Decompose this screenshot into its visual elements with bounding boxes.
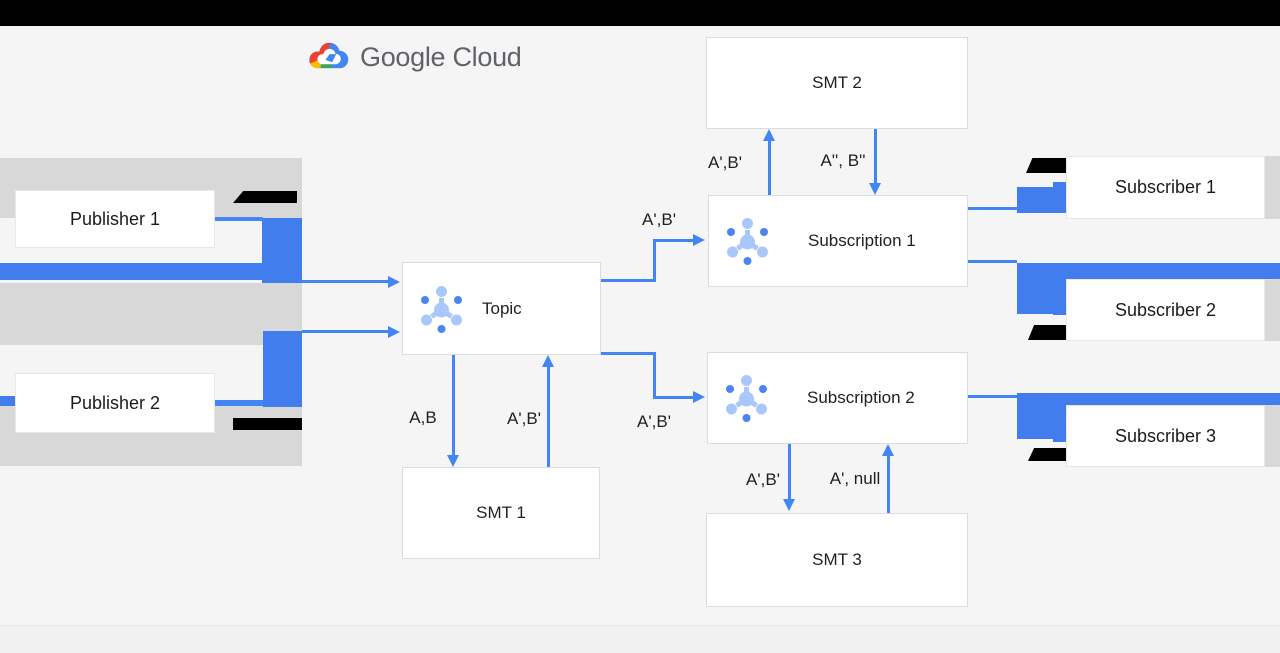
skeleton-sliver-sbr3 [1265,405,1280,467]
publisher2-node: Publisher 2 [15,373,215,433]
arrow-topic-sub1-head [693,234,705,246]
glitch-blue-band-sbr3 [1017,393,1280,406]
glitch-black-bar-sbr2 [1028,325,1066,340]
skeleton-band-2 [0,283,302,345]
arrow-pub2-topic-line [302,330,390,333]
top-black-bar [0,0,1280,26]
arrow-smt1-topic-line [546,367,550,467]
topic-node: Topic [402,262,601,355]
google-cloud-logo-text: Google Cloud [360,41,522,72]
arrow-pub1-topic-head [388,275,400,288]
glitch-blue-block-pub2 [263,331,302,407]
sub2-subscriber3-wire [968,395,1017,398]
smt1-label: SMT 1 [476,503,526,522]
glitch-blue-band-sbr2 [1017,263,1280,279]
glitch-blue-tab-sbr3 [1053,435,1070,442]
edge-label-sub2-smt3: A',B' [746,470,780,489]
subscription2-label: Subscription 2 [807,388,915,407]
subscriber3-label: Subscriber 3 [1114,425,1217,446]
arrow-pub2-topic-head [388,325,400,338]
arrow-sub2-smt3-head [782,499,795,511]
glitch-blue-tab-sbr1 [1053,182,1070,188]
edge-label-topic-smt1: A,B [409,408,437,427]
glitch-blue-band-left [0,263,263,280]
arrow-smt2-sub1-line [873,129,877,183]
smt2-label: SMT 2 [812,73,862,92]
publisher1-label: Publisher 1 [69,208,161,229]
google-cloud-icon [309,42,349,68]
glitch-blue-tab-sbr2 [1053,308,1070,315]
skeleton-sliver-sbr1 [1265,156,1280,219]
publisher2-wire [215,400,263,406]
publisher2-label: Publisher 2 [69,392,161,413]
subscriber1-node: Subscriber 1 [1066,156,1265,219]
publisher1-wire [215,217,263,221]
glitch-black-bar-sbr1 [1026,158,1066,173]
bottom-footer-band [0,625,1280,653]
topic-label: Topic [482,298,522,318]
arrow-topic-sub1-seg3 [653,238,693,242]
sub1-subscriber2-wire [968,260,1017,263]
smt1-node: SMT 1 [402,467,600,559]
subscription2-node: Subscription 2 [707,352,968,444]
glitch-blue-stub-left [0,396,15,406]
edge-label-topic-sub1: A',B' [642,210,676,229]
arrow-topic-sub1-seg2 [653,238,656,282]
subscription1-label: Subscription 1 [808,231,916,250]
arrow-sub1-smt2-head [762,129,775,141]
arrow-sub1-smt2-line [767,141,771,195]
arrow-sub2-smt3-line [787,444,791,499]
glitch-blue-block-sbr3 [1017,406,1066,439]
skeleton-sliver-sbr2 [1265,279,1280,341]
glitch-black-bar-sbr3 [1028,448,1066,461]
arrow-topic-sub1-seg1 [601,278,656,282]
edge-label-smt3-sub2: A', null [829,469,881,488]
subscriber3-node: Subscriber 3 [1066,405,1265,467]
pubsub-subscription1-icon [727,218,768,265]
arrow-smt3-sub2-line [886,456,890,513]
glitch-blue-block-pub1 [262,218,302,283]
pubsub-subscription2-icon [726,375,767,422]
arrow-smt1-topic-head [541,355,554,367]
edge-label-smt2-sub1: A'', B'' [820,151,866,170]
arrow-smt3-sub2-head [881,444,894,456]
subscriber1-label: Subscriber 1 [1114,177,1217,197]
subscriber2-label: Subscriber 2 [1114,299,1217,320]
arrow-topic-sub2-head [693,391,705,403]
arrow-topic-sub2-seg3 [653,395,693,399]
smt3-node: SMT 3 [706,513,968,607]
google-cloud-logo: Google Cloud [308,37,522,77]
subscriber2-node: Subscriber 2 [1066,279,1265,341]
arrow-topic-sub2-seg1 [601,351,656,355]
pubsub-topic-icon [421,285,462,333]
edge-label-smt1-topic: A',B' [507,409,541,428]
edge-label-topic-sub2: A',B' [637,412,671,431]
arrow-smt2-sub1-head [868,183,881,195]
smt2-node: SMT 2 [706,37,968,129]
arrow-topic-smt1-head [446,455,459,467]
glitch-black-bar-pub2 [233,418,302,430]
edge-label-sub1-smt2: A',B' [708,153,742,172]
sub1-subscriber1-wire [968,207,1017,210]
smt3-label: SMT 3 [812,550,862,569]
arrow-topic-smt1-line [451,355,455,456]
glitch-blue-block-sbr1 [1017,187,1066,213]
glitch-black-bar-pub1 [233,191,297,203]
arrow-pub1-topic-line [302,280,390,283]
publisher1-node: Publisher 1 [15,190,215,248]
arrow-topic-sub2-seg2 [653,351,656,399]
subscription1-node: Subscription 1 [708,195,968,287]
